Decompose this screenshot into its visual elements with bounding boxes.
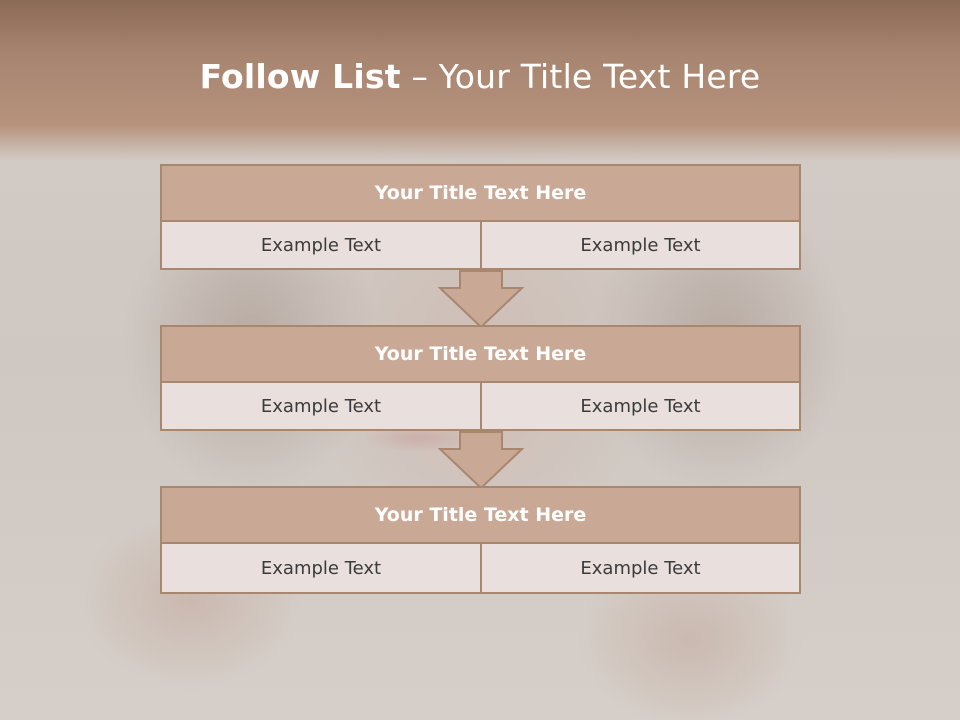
- step-text-right: Example Text: [480, 542, 801, 594]
- step-text-left: Example Text: [160, 542, 482, 594]
- step-title: Your Title Text Here: [160, 164, 801, 222]
- title-separator: –: [411, 57, 429, 96]
- down-arrow-icon: [438, 431, 524, 489]
- step-text-left: Example Text: [160, 220, 482, 270]
- step-title: Your Title Text Here: [160, 325, 801, 383]
- step-text-right: Example Text: [480, 220, 801, 270]
- header-band: [0, 0, 960, 160]
- step-title: Your Title Text Here: [160, 486, 801, 544]
- step-text-left: Example Text: [160, 381, 482, 431]
- step-text-right: Example Text: [480, 381, 801, 431]
- title-rest: Your Title Text Here: [438, 57, 761, 96]
- down-arrow-icon: [438, 270, 524, 328]
- title-bold: Follow List: [199, 57, 401, 96]
- slide-title: Follow List – Your Title Text Here: [0, 52, 960, 102]
